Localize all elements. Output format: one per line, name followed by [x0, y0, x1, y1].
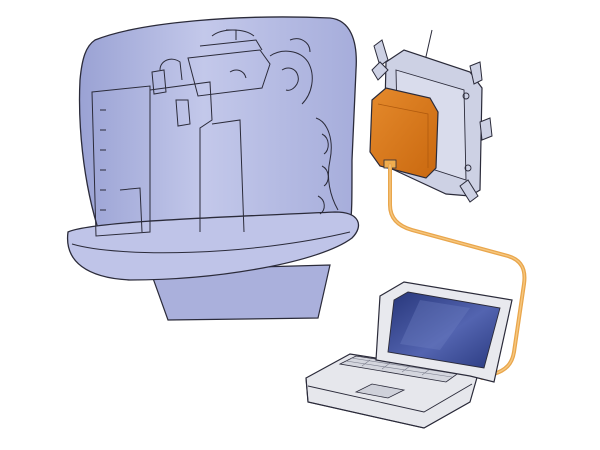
engine-control-unit: [369, 29, 493, 203]
engine-cowl-seam: [71, 231, 351, 254]
outboard-engine: [66, 16, 360, 321]
laptop-screen-glare: [400, 300, 470, 350]
engine-lower-cowl: [66, 211, 360, 281]
engine-internals: [91, 29, 339, 237]
engine-cowling: [78, 16, 357, 236]
diagnostic-cable-highlight: [389, 164, 526, 379]
ecu-module-edge: [377, 103, 429, 168]
laptop-computer: [305, 281, 513, 429]
ecu-module: [369, 87, 439, 179]
laptop-screen: [387, 291, 501, 369]
laptop-touchpad: [354, 383, 406, 399]
